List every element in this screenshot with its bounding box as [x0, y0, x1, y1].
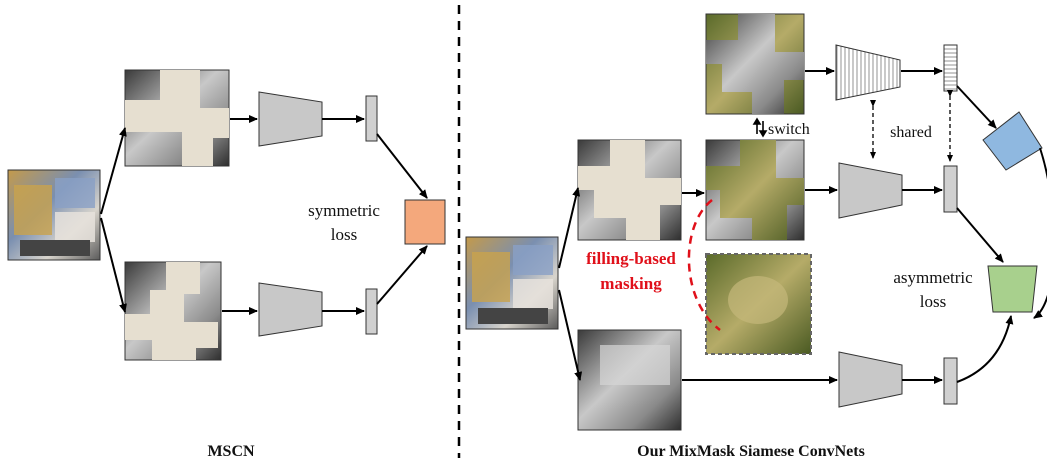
up-down-arrows-icon	[752, 117, 768, 138]
mixmask-embedding-bottom	[943, 357, 958, 405]
mscn-embedding-top	[365, 95, 378, 142]
mscn-symmetric-loss-box	[404, 199, 446, 245]
masking-label-line1: filling-based	[586, 249, 676, 268]
mixmask-arrows	[558, 67, 1047, 384]
mixmask-encoder-bottom	[838, 351, 903, 408]
masking-red-dashed-arc	[687, 199, 721, 331]
shared-dashed-links	[870, 90, 953, 162]
mixmask-input-image	[465, 236, 559, 330]
switch-label: switch	[768, 121, 810, 138]
mscn-title: MSCN	[207, 443, 255, 460]
mixmask-mixed-view	[705, 139, 805, 241]
mscn-input-image	[7, 169, 101, 261]
mixmask-embedding-mid	[943, 165, 958, 213]
mscn-view-top	[124, 69, 230, 167]
mscn-embedding-bottom	[365, 288, 378, 335]
mscn-loss-label-line2: loss	[331, 225, 357, 244]
mixmask-encoder-top	[835, 44, 901, 101]
mixmask-title: Our MixMask Siamese ConvNets	[637, 443, 865, 460]
shared-label: shared	[890, 124, 932, 141]
mixmask-embedding-top	[943, 44, 958, 92]
mixmask-encoder-mid	[838, 162, 903, 219]
mscn-arrows	[100, 115, 428, 315]
mscn-loss-label-line1: symmetric	[308, 201, 380, 220]
projector-head	[982, 111, 1043, 171]
mscn-encoder-top	[258, 91, 323, 147]
mscn-encoder-bottom	[258, 282, 323, 337]
mixmask-gray-clean-view	[577, 329, 682, 431]
asymmetric-loss-label-line2: loss	[920, 292, 946, 311]
mscn-view-bottom	[124, 261, 222, 361]
filling-image	[705, 253, 812, 355]
masking-label-line2: masking	[600, 274, 662, 293]
asymmetric-loss-label-line1: asymmetric	[893, 268, 973, 287]
mixmask-switched-view	[705, 13, 805, 115]
asymmetric-loss-box	[987, 265, 1038, 313]
mixmask-gray-masked-view	[577, 139, 682, 241]
